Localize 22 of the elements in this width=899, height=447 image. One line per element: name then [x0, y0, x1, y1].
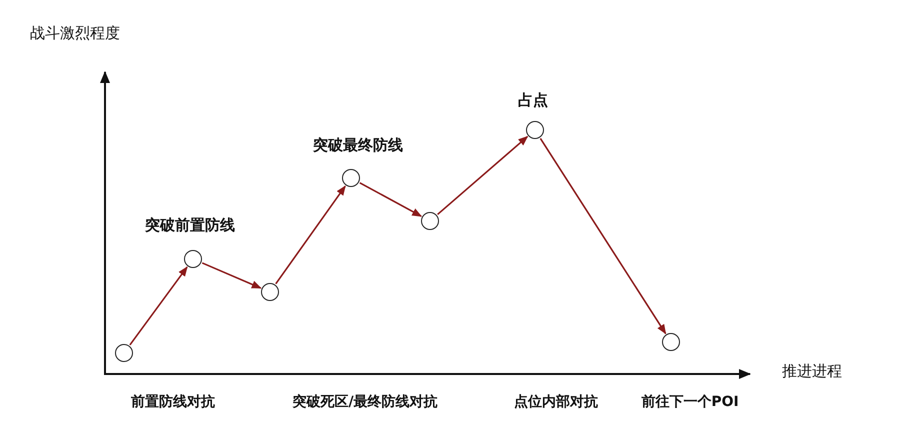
arrow: [359, 182, 422, 217]
phase-label: 前置防线对抗: [131, 393, 215, 411]
stage-circle: [662, 333, 680, 351]
stage-circle: [115, 344, 133, 362]
arrow: [275, 185, 346, 284]
arrow: [540, 138, 666, 334]
stage-circle: [421, 212, 439, 230]
stage-circle: [526, 121, 544, 139]
stage-circle: [261, 283, 279, 301]
stage-label: 突破最终防线: [313, 136, 403, 155]
arrow: [437, 136, 528, 216]
phase-label: 突破死区/最终防线对抗: [292, 393, 438, 411]
axis-title: 战斗激烈程度: [30, 24, 120, 43]
arrow: [129, 266, 188, 346]
phase-label: 点位内部对抗: [514, 393, 598, 411]
phase-label: 前往下一个POI: [641, 393, 739, 411]
stage-circle: [184, 250, 202, 268]
stage-circle: [342, 169, 360, 187]
axis-title: 推进进程: [782, 362, 842, 381]
stage-label: 突破前置防线: [145, 216, 235, 235]
arrow: [202, 262, 262, 289]
stage-label: 占点: [518, 91, 548, 110]
